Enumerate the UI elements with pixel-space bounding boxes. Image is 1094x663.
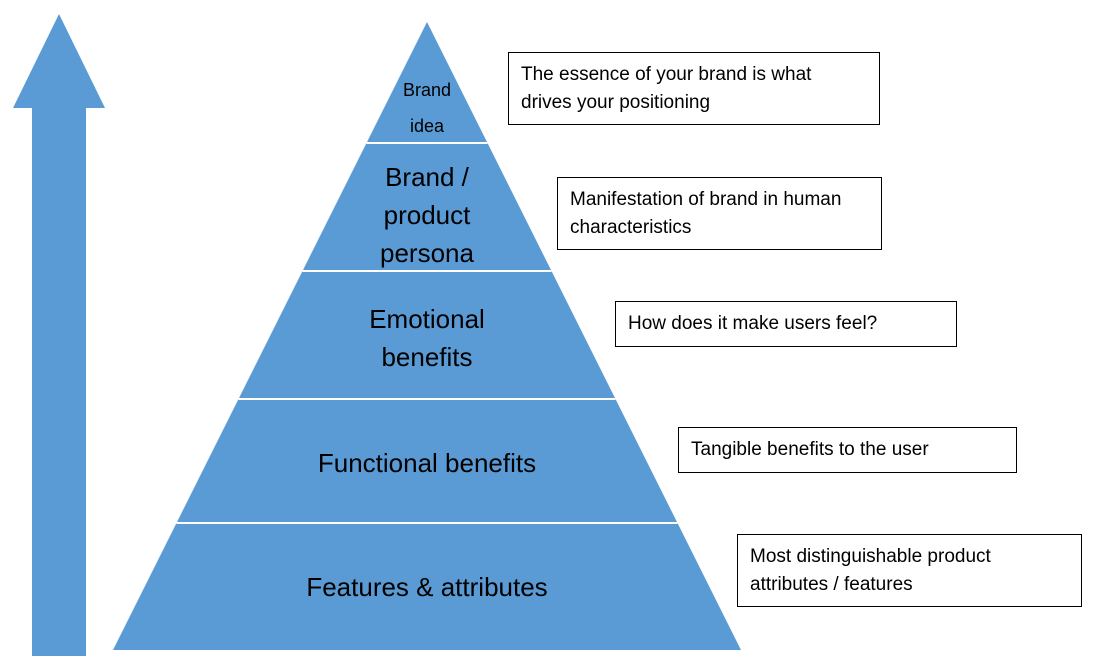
pyramid-level-label-functional-benefits: Functional benefits (317, 448, 537, 478)
annotation-box-brand-idea: The essence of your brand is what drives… (508, 52, 880, 126)
pyramid-level-label-brand-idea: Brand idea (402, 80, 452, 136)
up-arrow-icon (13, 14, 105, 656)
annotation-box-brand-product-persona: Manifestation of brand in human characte… (557, 177, 882, 251)
annotation-box-functional-benefits: Tangible benefits to the user (678, 427, 1017, 473)
annotation-box-emotional-benefits: How does it make users feel? (615, 301, 957, 347)
pyramid-level-label-brand-product-persona: Brand / product persona (380, 162, 474, 268)
pyramid-level-label-features-attributes: Features & attributes (306, 572, 548, 602)
pyramid-shape (113, 22, 741, 650)
pyramid-level-label-emotional-benefits: Emotional benefits (369, 304, 485, 372)
annotation-box-features-attributes: Most distinguishable product attributes … (737, 534, 1082, 608)
